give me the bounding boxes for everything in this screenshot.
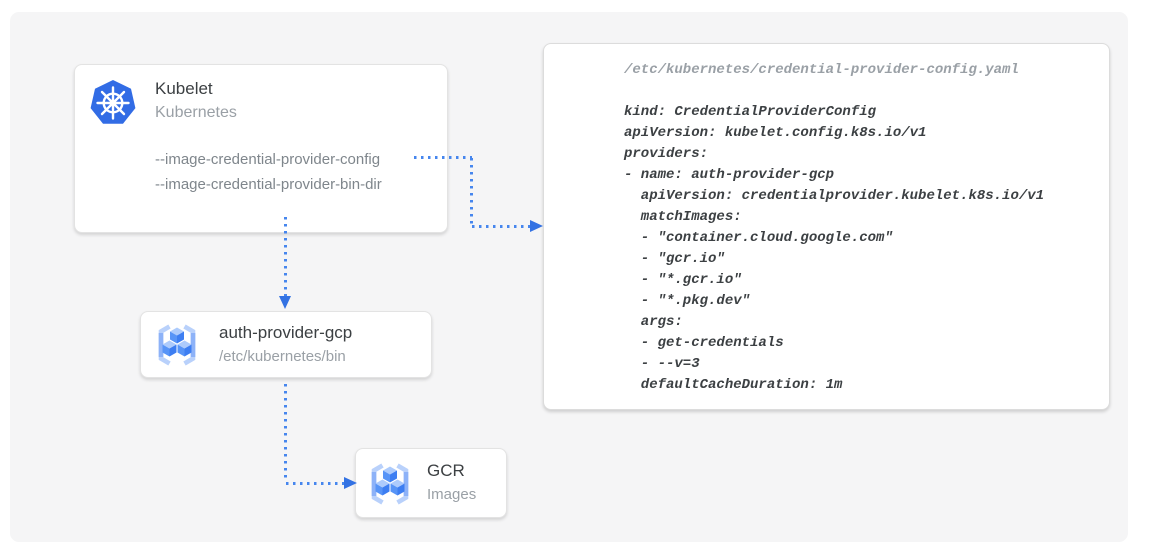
flag-credential-provider-config: --image-credential-provider-config: [155, 151, 381, 168]
gcr-node: GCR Images: [355, 448, 507, 518]
arrowhead-right-icon: [344, 477, 357, 489]
arrowhead-down-icon: [279, 296, 291, 309]
auth-provider-subtitle: /etc/kubernetes/bin: [219, 348, 346, 365]
kubelet-node: Kubelet Kubernetes --image-credential-pr…: [74, 64, 448, 233]
credential-provider-config-panel: /etc/kubernetes/credential-provider-conf…: [543, 43, 1110, 410]
kubelet-flags: --image-credential-provider-config --ima…: [155, 147, 382, 197]
kubelet-title: Kubelet: [155, 79, 213, 98]
config-file-path: /etc/kubernetes/credential-provider-conf…: [624, 62, 1019, 78]
gcr-subtitle: Images: [427, 486, 477, 503]
auth-provider-node: auth-provider-gcp /etc/kubernetes/bin: [140, 311, 432, 378]
kubernetes-icon: [89, 79, 137, 127]
flag-credential-provider-bin-dir: --image-credential-provider-bin-dir: [155, 176, 382, 193]
container-registry-icon: [367, 461, 413, 507]
config-yaml-content: kind: CredentialProviderConfig apiVersio…: [624, 104, 1045, 393]
container-registry-icon: [154, 322, 200, 368]
auth-provider-title: auth-provider-gcp: [219, 323, 353, 342]
gcr-title: GCR: [427, 461, 465, 480]
kubelet-subtitle: Kubernetes: [155, 104, 237, 121]
arrowhead-right-icon: [530, 220, 543, 232]
